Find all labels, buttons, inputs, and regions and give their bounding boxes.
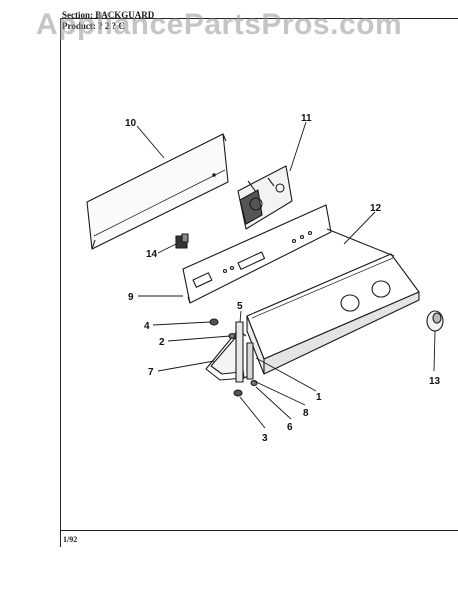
- section-row: Section: BACKGUARD: [62, 10, 154, 21]
- callout-14: 14: [146, 249, 158, 260]
- callout-5: 5: [237, 301, 243, 312]
- control-bracket: [237, 165, 293, 230]
- end-cap: [235, 321, 244, 383]
- callout-6: 6: [287, 422, 293, 433]
- callout-12: 12: [370, 203, 382, 214]
- callout-8: 8: [303, 408, 309, 419]
- rear-cover-panel: [86, 133, 229, 250]
- product-row: Product: ? 2 ? C: [62, 21, 154, 32]
- screw-small: [209, 318, 219, 326]
- end-cap-insert: [246, 342, 254, 380]
- diagram-frame: [60, 18, 458, 547]
- callout-3: 3: [262, 433, 268, 444]
- product-label: Product:: [62, 21, 96, 31]
- section-label: Section:: [62, 10, 93, 20]
- control-panel-plate: [182, 204, 332, 304]
- watermark: AppliancePartsPros.com: [36, 8, 403, 41]
- leader-lines: [136, 121, 436, 429]
- bottom-rule: [60, 530, 458, 531]
- callout-11: 11: [301, 113, 312, 124]
- callout-2: 2: [159, 337, 165, 348]
- top-trim-edge: [326, 228, 395, 257]
- callout-9: 9: [128, 292, 134, 303]
- page-footer: 1/92: [63, 535, 78, 544]
- callout-4: 4: [144, 321, 150, 332]
- screw-bottom: [233, 389, 243, 397]
- callout-7: 7: [148, 367, 154, 378]
- callout-13: 13: [429, 376, 441, 387]
- switch-component: [175, 233, 189, 249]
- backguard-housing: [246, 253, 420, 375]
- callout-10: 10: [125, 118, 137, 129]
- section-value: BACKGUARD: [95, 10, 155, 20]
- product-value: ? 2 ? C: [98, 21, 125, 31]
- control-knob: [426, 310, 444, 332]
- page-header: Section: BACKGUARD Product: ? 2 ? C: [62, 10, 154, 32]
- callout-1: 1: [316, 392, 322, 403]
